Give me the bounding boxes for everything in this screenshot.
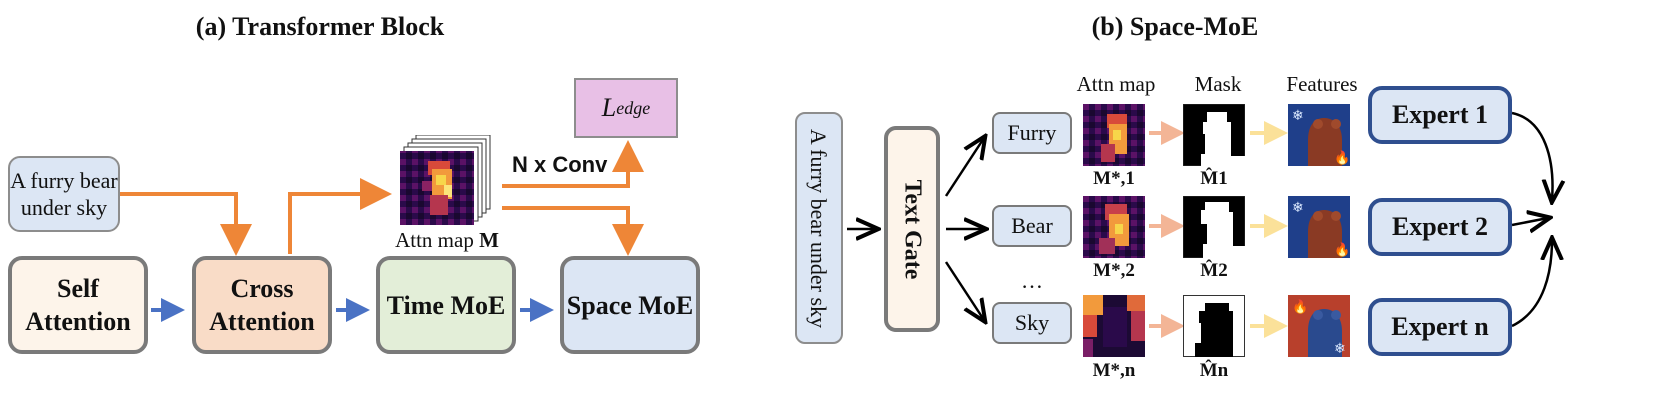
panel-b-prompt-box: A furry bear under sky xyxy=(795,112,843,344)
time-moe-block: Time MoE xyxy=(376,256,516,354)
mask-label-1: M̂1 xyxy=(1200,168,1228,189)
attention-map-stack xyxy=(400,134,500,231)
cross-to-attnmap-arrow xyxy=(288,178,392,254)
attention-map-stack-graphic xyxy=(400,134,491,225)
gate-to-sky-arrow xyxy=(944,261,984,320)
mask-label-n: M̂n xyxy=(1199,360,1229,381)
header-features: Features xyxy=(1286,72,1358,96)
space-moe-block: Space MoE xyxy=(560,256,700,354)
gate-to-furry-arrow xyxy=(944,138,984,197)
panel-b-title: (b) Space-MoE xyxy=(1091,12,1259,41)
panel-a-prompt-box: A furry bear under sky xyxy=(8,156,120,232)
attnmap-to-spacemoe-arrow xyxy=(502,206,644,256)
attn-map-furry xyxy=(1083,104,1145,166)
attn-map-caption: Attn map M xyxy=(395,228,499,252)
attn-label-n: M*,n xyxy=(1092,360,1136,381)
fire-icon: 🔥 xyxy=(1292,299,1308,314)
feature-image-bear: ❄ 🔥 xyxy=(1288,196,1350,258)
fire-icon: 🔥 xyxy=(1334,242,1350,257)
expert-n-box: Expert n xyxy=(1368,298,1512,356)
prompt-to-cross-arrow xyxy=(120,192,252,256)
fire-icon: 🔥 xyxy=(1334,150,1350,165)
feature-image-sky: 🔥 ❄ xyxy=(1288,295,1350,357)
mask-furry xyxy=(1183,104,1245,166)
attn-map-bear xyxy=(1083,196,1145,258)
token-box-bear: Bear xyxy=(992,205,1072,247)
attnmap-to-loss-arrow xyxy=(502,140,644,188)
rows-ellipsis: … xyxy=(1021,268,1043,293)
expertn-to-merge-arrow xyxy=(1511,240,1552,328)
n-conv-label: N x Conv xyxy=(512,152,608,177)
header-attn-map: Attn map xyxy=(1076,72,1156,96)
text-gate-label: Text Gate xyxy=(899,179,926,279)
expert-1-box: Expert 1 xyxy=(1368,86,1512,144)
header-mask: Mask xyxy=(1194,72,1242,96)
mask-sky xyxy=(1183,295,1245,357)
mask-bear xyxy=(1183,196,1245,258)
attn-label-1: M*,1 xyxy=(1093,168,1135,189)
panel-b-prompt-text: A furry bear under sky xyxy=(806,128,832,328)
panel-a-title: (a) Transformer Block xyxy=(195,12,445,41)
token-box-sky: Sky xyxy=(992,302,1072,344)
cross-attention-block: Cross Attention xyxy=(192,256,332,354)
snowflake-icon: ❄ xyxy=(1292,109,1304,124)
snowflake-icon: ❄ xyxy=(1292,201,1304,216)
expert1-to-merge-arrow xyxy=(1511,111,1553,200)
snowflake-icon: ❄ xyxy=(1334,342,1346,357)
mask-label-2: M̂2 xyxy=(1200,260,1228,281)
self-attention-block: Self Attention xyxy=(8,256,148,354)
expert-2-box: Expert 2 xyxy=(1368,198,1512,256)
token-box-furry: Furry xyxy=(992,112,1072,154)
text-gate-box: Text Gate xyxy=(884,126,940,332)
attn-map-sky xyxy=(1083,295,1145,357)
expert2-to-merge-arrow xyxy=(1511,218,1548,225)
feature-image-furry: ❄ 🔥 xyxy=(1288,104,1350,166)
attn-label-2: M*,2 xyxy=(1093,260,1135,281)
